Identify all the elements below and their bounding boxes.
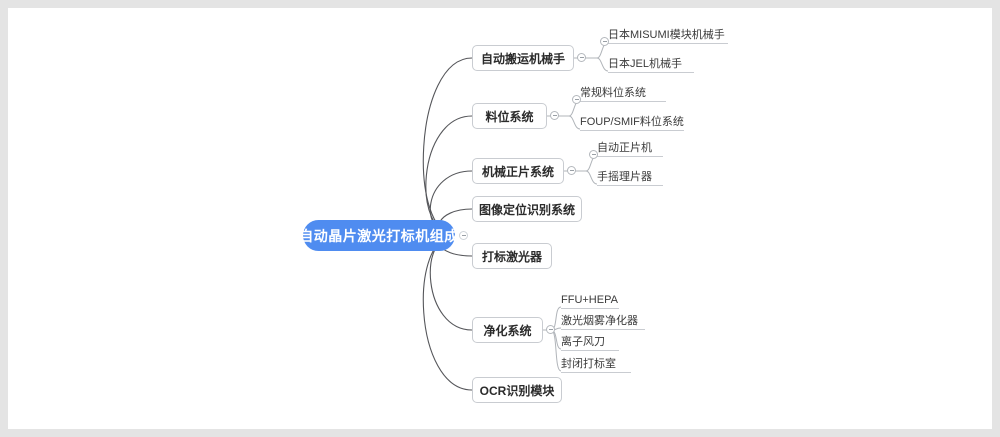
leaf-node-manual-wafer-sorter[interactable]: 手摇理片器 [597,171,663,186]
mindmap-frame: 自动晶片激光打标机组成 自动搬运机械手 日本MISUMI模块机械手 日本JEL机… [8,8,992,429]
branch-label-6: OCR识别模块 [479,383,555,398]
mindmap-canvas[interactable]: 自动晶片激光打标机组成 自动搬运机械手 日本MISUMI模块机械手 日本JEL机… [8,8,992,429]
leaf-node-enclosed-marking-chamber[interactable]: 封闭打标室 [561,358,631,373]
root-collapse-toggle-icon[interactable] [459,231,468,240]
leaf-label-5-1: 激光烟雾净化器 [561,315,638,327]
leaf-label-2-0: 自动正片机 [597,142,652,154]
branch-node-marking-laser[interactable]: 打标激光器 [472,243,552,269]
leaf-label-2-1: 手摇理片器 [597,171,652,183]
subedge-0-1 [596,57,609,72]
leaf-label-0-1: 日本JEL机械手 [608,58,682,70]
leaf-node-standard-level-system[interactable]: 常规料位系统 [580,87,666,102]
leaf-node-laser-fume-purifier[interactable]: 激光烟雾净化器 [561,315,645,330]
leaf-2-0-toggle-icon[interactable] [589,150,598,159]
branch-node-automatic-transfer-robot[interactable]: 自动搬运机械手 [472,45,574,71]
branch-1-collapse-toggle-icon[interactable] [550,111,559,120]
root-node-label: 自动晶片激光打标机组成 [299,227,459,244]
branch-node-level-system[interactable]: 料位系统 [472,103,547,129]
edge-root-to-branch-0 [422,57,473,236]
root-node[interactable]: 自动晶片激光打标机组成 [299,220,458,251]
branch-node-mechanical-wafer-system[interactable]: 机械正片系统 [472,158,564,184]
leaf-label-5-0: FFU+HEPA [561,294,618,306]
edge-root-to-branch-6 [422,234,473,391]
branch-node-image-positioning-recognition-system[interactable]: 图像定位识别系统 [472,196,582,222]
branch-node-purification-system[interactable]: 净化系统 [472,317,543,343]
branch-label-5: 净化系统 [483,323,532,338]
leaf-1-0-toggle-icon[interactable] [572,95,581,104]
leaf-label-1-1: FOUP/SMIF料位系统 [580,116,684,128]
leaf-label-5-3: 封闭打标室 [561,358,616,370]
subedge-1-1 [568,115,581,130]
subedge-5-3 [550,329,562,372]
branch-5-collapse-toggle-icon[interactable] [546,325,555,334]
leaf-node-foup-smif-level-system[interactable]: FOUP/SMIF料位系统 [580,116,684,131]
subedge-2-1 [585,170,598,185]
leaf-node-ffu-hepa[interactable]: FFU+HEPA [561,294,619,309]
leaf-label-5-2: 离子风刀 [561,336,605,348]
branch-node-ocr-recognition-module[interactable]: OCR识别模块 [472,377,562,403]
edge-root-to-branch-1 [425,115,473,236]
leaf-node-ion-air-knife[interactable]: 离子风刀 [561,336,619,351]
leaf-0-0-toggle-icon[interactable] [600,37,609,46]
leaf-label-1-0: 常规料位系统 [580,87,646,99]
branch-label-2: 机械正片系统 [481,164,554,179]
leaf-node-jel-robot[interactable]: 日本JEL机械手 [608,58,694,73]
branch-label-4: 打标激光器 [481,249,542,264]
branch-label-3: 图像定位识别系统 [478,202,575,217]
leaf-label-0-0: 日本MISUMI模块机械手 [608,29,725,41]
branch-0-collapse-toggle-icon[interactable] [577,53,586,62]
leaf-node-auto-wafer-machine[interactable]: 自动正片机 [597,142,663,157]
leaf-node-misumi-module-robot[interactable]: 日本MISUMI模块机械手 [608,29,728,44]
branch-label-1: 料位系统 [485,109,534,124]
branch-label-0: 自动搬运机械手 [480,51,565,66]
branch-2-collapse-toggle-icon[interactable] [567,166,576,175]
